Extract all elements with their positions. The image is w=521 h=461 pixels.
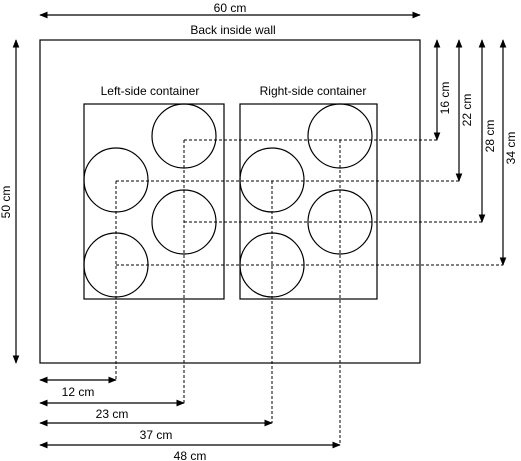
wall-height-label: 50 cm bbox=[0, 186, 13, 219]
hdim-48-label: 48 cm bbox=[174, 449, 207, 461]
left-side-container-label: Left-side container bbox=[101, 84, 200, 98]
wall-width-label: 60 cm bbox=[214, 1, 247, 15]
hdim-23-label: 23 cm bbox=[96, 407, 129, 421]
right-side-container-label: Right-side container bbox=[260, 84, 367, 98]
vdim-16-label: 16 cm bbox=[438, 82, 452, 115]
left-circle-top bbox=[151, 103, 217, 169]
hdim-37-label: 37 cm bbox=[140, 428, 173, 442]
vdim-34-label: 34 cm bbox=[504, 132, 518, 165]
right-side-container bbox=[239, 103, 378, 300]
back-inside-wall-label: Back inside wall bbox=[190, 23, 275, 37]
back-inside-wall bbox=[39, 39, 421, 364]
vdim-22-label: 22 cm bbox=[460, 94, 474, 127]
vdim-28-label: 28 cm bbox=[483, 120, 497, 153]
left-side-container bbox=[83, 103, 225, 300]
right-circle-top bbox=[307, 103, 373, 169]
hdim-12-label: 12 cm bbox=[62, 385, 95, 399]
